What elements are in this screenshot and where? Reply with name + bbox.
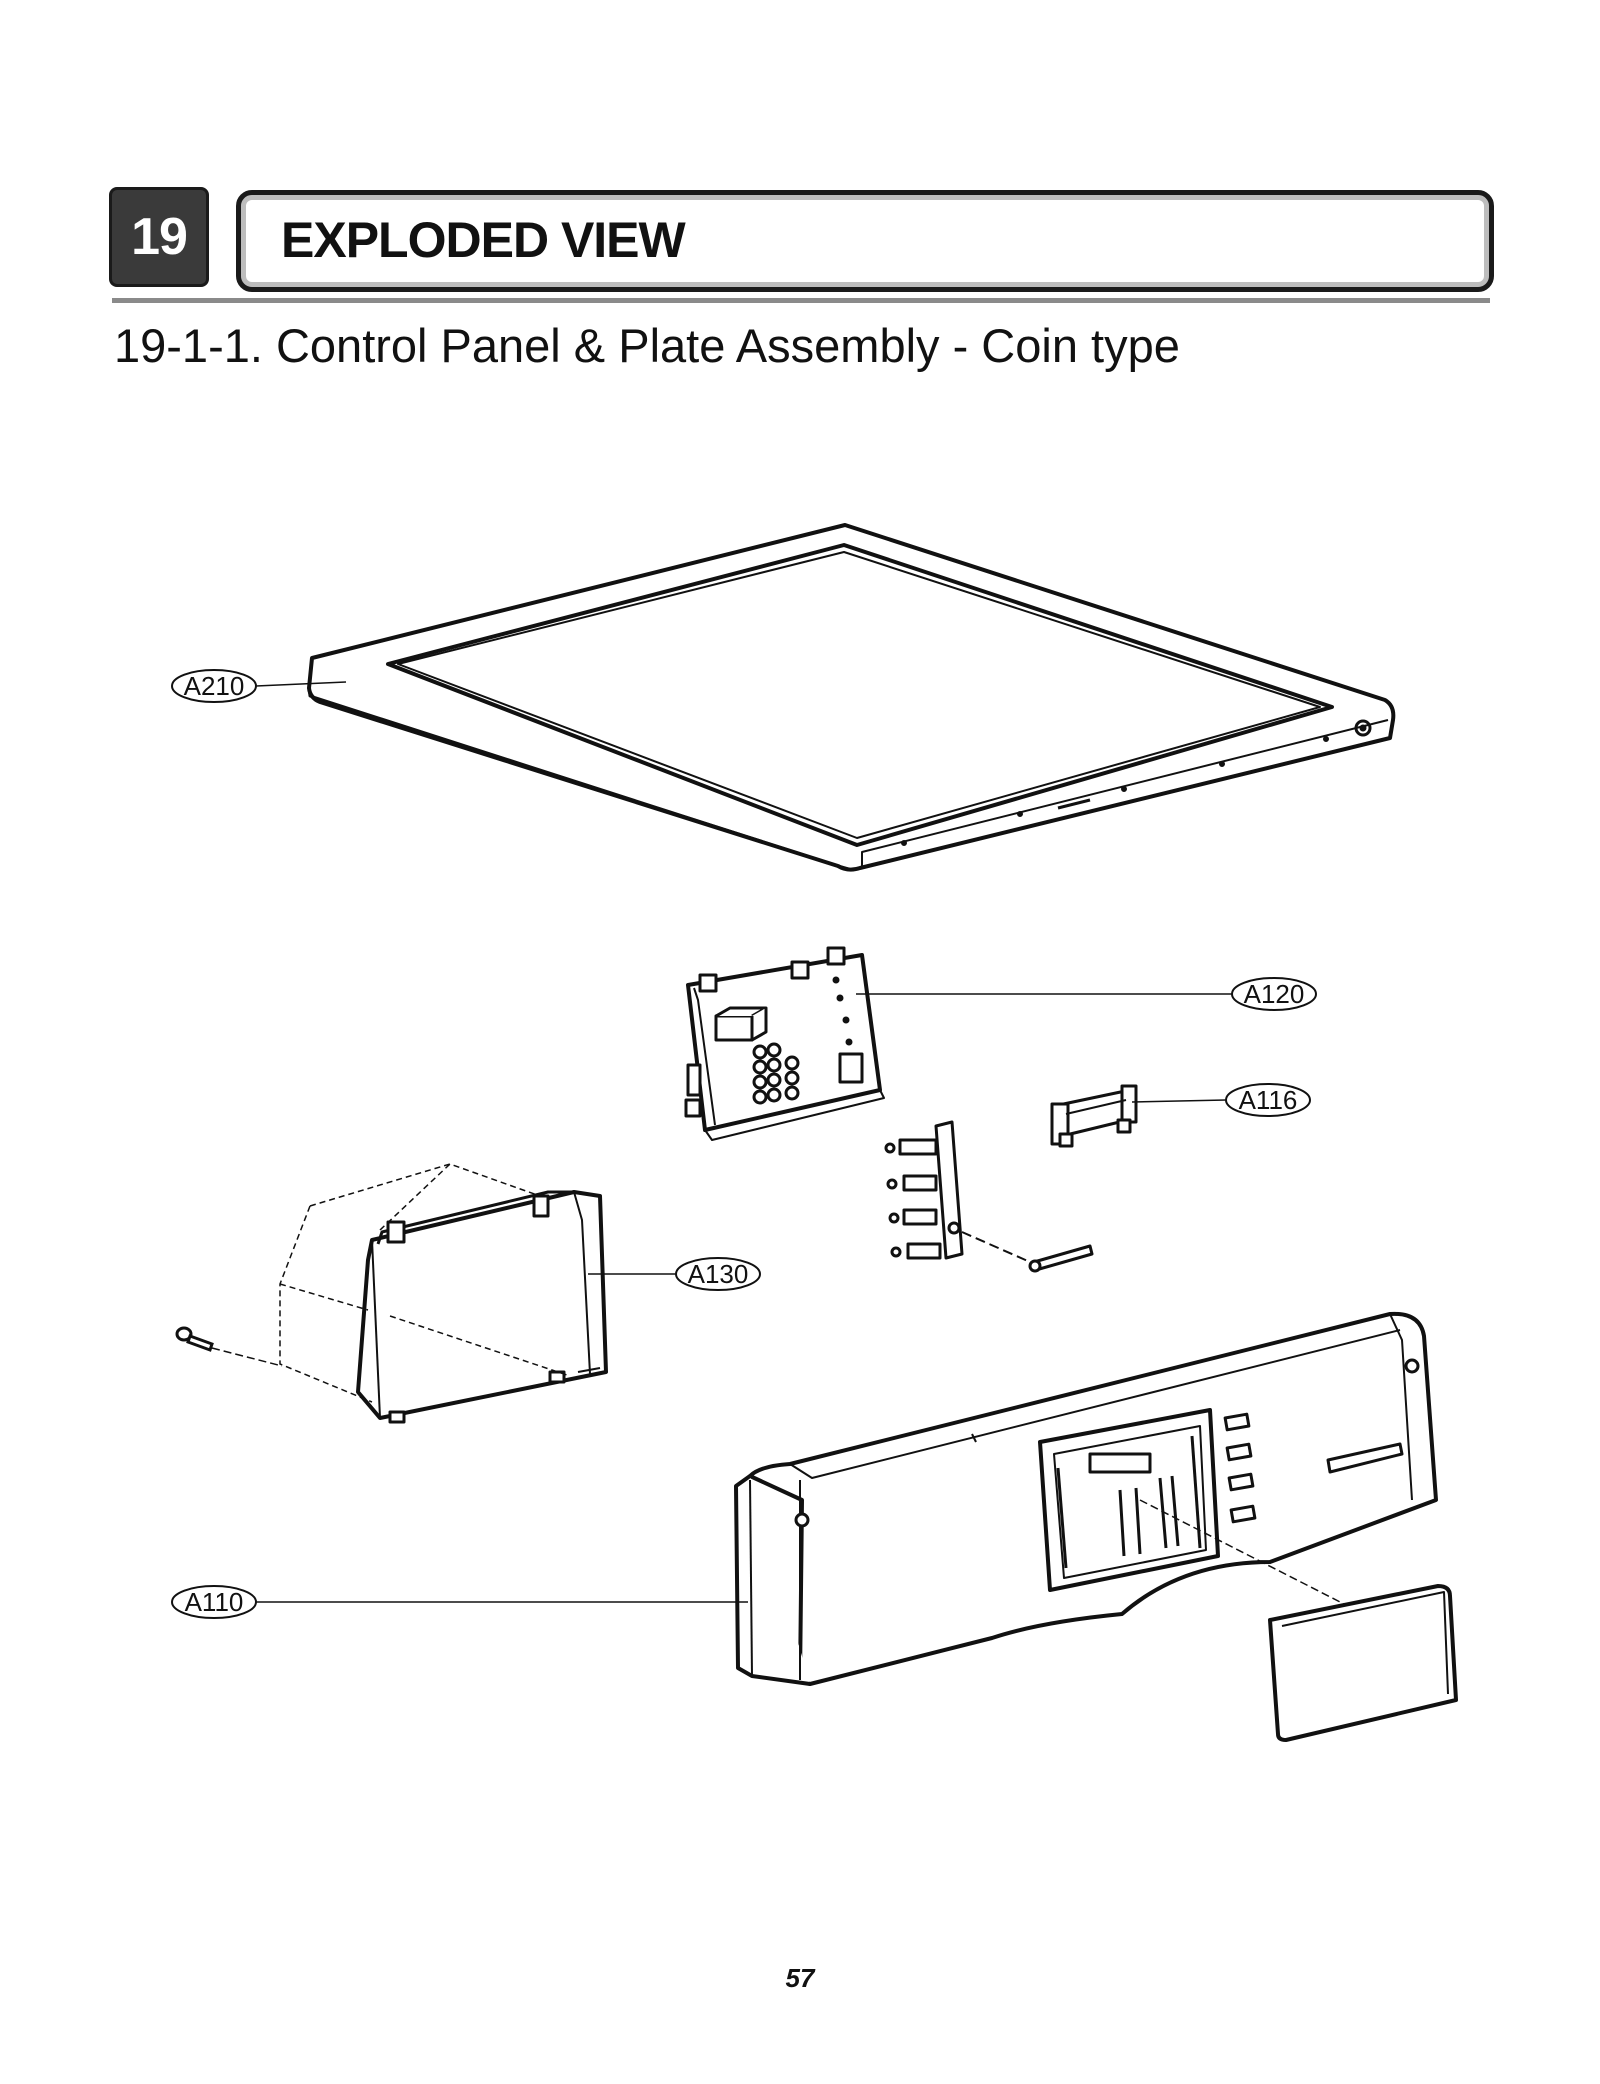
callout-a210: A210 [171,669,347,703]
top-plate-part [307,523,1396,872]
section-number-badge: 19 [112,190,206,284]
callout-a110: A110 [171,1585,748,1619]
cover-assembly-line [1139,1499,1345,1605]
section-title-box: EXPLODED VIEW [236,190,1494,292]
coin-box-part [356,1190,608,1424]
control-panel-part [734,1311,1438,1686]
screw-part [175,1326,214,1352]
control-board-part [684,946,885,1141]
connector-part [1050,1084,1138,1148]
screw-assembly-line [211,1347,283,1367]
switch-bracket-part [884,1120,1094,1273]
callout-a116: A116 [1131,1083,1311,1117]
callout-a110-label: A110 [185,1587,244,1617]
callout-a120: A120 [856,977,1317,1011]
section-title: EXPLODED VIEW [281,212,686,268]
page-subtitle: 19-1-1. Control Panel & Plate Assembly -… [114,319,1180,372]
display-cover-part [1268,1584,1458,1742]
callout-a130-label: A130 [688,1259,749,1289]
pin-assembly-line [961,1231,1031,1263]
callout-a116-label: A116 [1239,1085,1298,1115]
header-rule [112,298,1490,303]
callout-a130: A130 [588,1257,761,1291]
page-number: 57 [785,1963,815,1993]
coin-box-assembly-lines [279,1163,571,1403]
callout-a120-label: A120 [1244,979,1305,1009]
callout-a210-label: A210 [184,671,245,701]
